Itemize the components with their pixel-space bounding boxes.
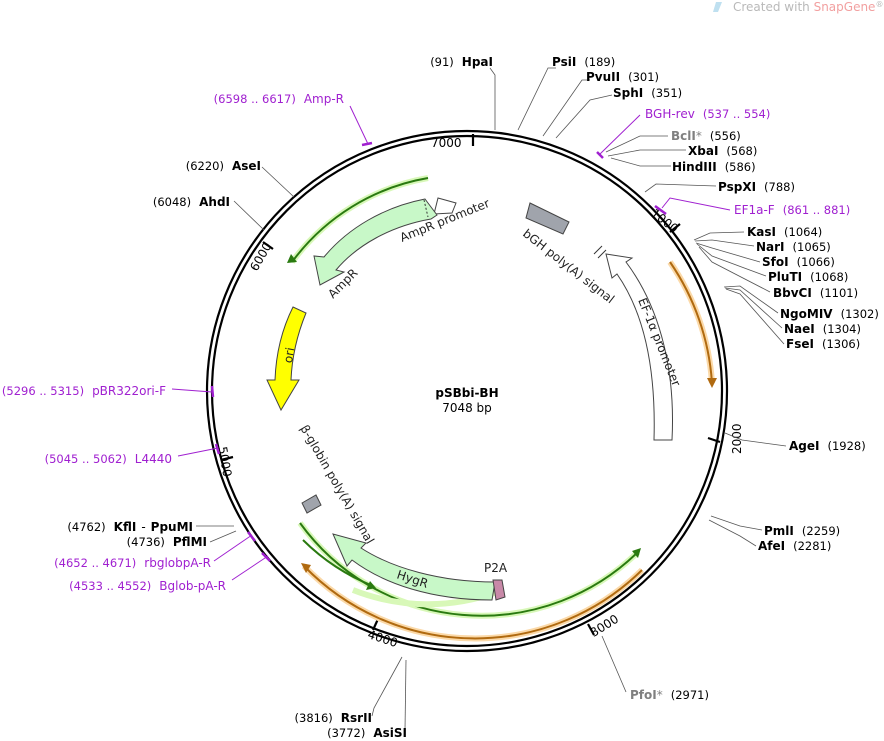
site-pmli[interactable]: PmlI(2259) [764,524,840,538]
site-hpai[interactable]: (91)HpaI [430,55,493,69]
site-pvuii[interactable]: PvuII(301) [586,70,659,84]
feature-label-bglobin-polya: β-globin poly(A) signal [297,423,377,547]
site-sphi[interactable]: SphI(351) [613,86,682,100]
site-agei[interactable]: AgeI(1928) [789,439,866,453]
site-bbvci[interactable]: BbvCI(1101) [773,286,858,300]
snapgene-watermark: Created with SnapGene® [713,0,883,14]
orf-hyg-inner-arrowhead [366,581,376,590]
orf-ef1a-line [669,261,713,384]
primer-l4440[interactable]: (5045 .. 5062)L4440 [45,452,172,466]
feature-bgh-polya[interactable] [525,202,570,235]
primer-bgh-rev[interactable]: BGH-rev(537 .. 554) [645,107,770,121]
site-bcli[interactable]: BclI*(556) [671,129,741,143]
feature-p2a[interactable] [492,579,506,601]
orf-amp-line [291,177,429,263]
feature-hygr-arrow[interactable] [332,533,496,601]
feature-ef1a-promoter[interactable] [605,253,673,441]
site-sfoi[interactable]: SfoI(1066) [762,255,835,269]
site-kasi[interactable]: KasI(1064) [747,225,822,239]
orf-ef1a-arrowhead [707,378,717,388]
site-fsei[interactable]: FseI(1306) [786,337,860,351]
site-rsrii[interactable]: (3816)RsrII [295,711,372,725]
orf-bglob-line [303,565,643,640]
plasmid-name: pSBbi-BH [435,386,498,400]
site-pfoi[interactable]: PfoI*(2971) [630,688,709,702]
site-pluti[interactable]: PluTI(1068) [768,270,848,284]
site-kfli-ppumi[interactable]: (4762)KflI-PpuMI [67,520,193,534]
orf-arcs [287,175,717,642]
feature-cut-mark-1 [593,245,603,255]
feature-ampr-arrow[interactable] [313,198,438,286]
site-asei[interactable]: (6220)AseI [186,159,261,173]
plasmid-size: 7048 bp [442,401,492,415]
feature-label-bgh-polya: bGH poly(A) signal [520,226,617,306]
feature-cut-mark-2 [597,249,607,259]
primer-bglob-pa-r[interactable]: (4533 .. 4552)Bglob-pA-R [69,579,226,593]
tick-marks [220,134,721,636]
feature-ampr-promoter-white [433,197,457,215]
site-hindiii[interactable]: HindIII(586) [672,160,756,174]
tick-label-4000: 4000 [366,627,399,650]
site-ahdi[interactable]: (6048)AhdI [153,195,230,209]
site-naei[interactable]: NaeI(1304) [784,322,861,336]
orf-hyg-outer-line [299,522,639,617]
primer-labels: (6598 .. 6617)Amp-R BGH-rev(537 .. 554) … [2,92,850,593]
site-leader-lines [196,67,787,731]
snapgene-logo-icon [713,2,722,12]
primer-leader-lines [171,105,731,581]
tick-label-3000: 3000 [588,612,621,640]
backbone-outer-strand [205,129,729,653]
site-pspxi[interactable]: PspXI(788) [718,180,795,194]
primer-amp-r[interactable]: (6598 .. 6617)Amp-R [214,92,344,106]
primer-pbr322ori-f[interactable]: (5296 .. 5315)pBR322ori-F [2,384,166,398]
site-psii[interactable]: PsiI(189) [552,55,615,69]
orf-amp-arrowhead [287,254,297,263]
sites-left: (91)HpaI (6220)AseI (6048)AhdI (4762)Kfl… [67,55,493,740]
site-ngomiv[interactable]: NgoMIV(1302) [780,307,879,321]
primer-rbglobpa-r[interactable]: (4652 .. 4671)rbglobpA-R [54,556,211,570]
feature-bglobin-polya[interactable] [301,494,322,514]
orf-hyg-inner-line [302,539,374,587]
feature-label-ori: ori [281,346,297,364]
feature-ori-arrow[interactable] [266,306,307,412]
site-pflmi[interactable]: (4736)PflMI [127,535,207,549]
tick-label-2000: 2000 [730,423,744,454]
site-afei[interactable]: AfeI(2281) [758,539,831,553]
site-nari[interactable]: NarI(1065) [756,240,831,254]
orf-bglob-arrowhead [301,563,311,573]
sites-right: PsiI(189) PvuII(301) SphI(351) BclI*(556… [552,55,879,702]
watermark-text: Created with SnapGene® [733,0,883,14]
tick-label-7000: 7000 [431,136,462,150]
orf-hyg-outer-arrowhead [632,548,641,558]
feature-label-p2a: P2A [484,561,508,575]
site-xbai[interactable]: XbaI(568) [688,144,757,158]
feature-ampr-junction [423,199,429,218]
primer-ef1a-f[interactable]: EF1a-F(861 .. 881) [734,203,850,217]
site-asisi[interactable]: (3772)AsiSI [327,726,407,740]
